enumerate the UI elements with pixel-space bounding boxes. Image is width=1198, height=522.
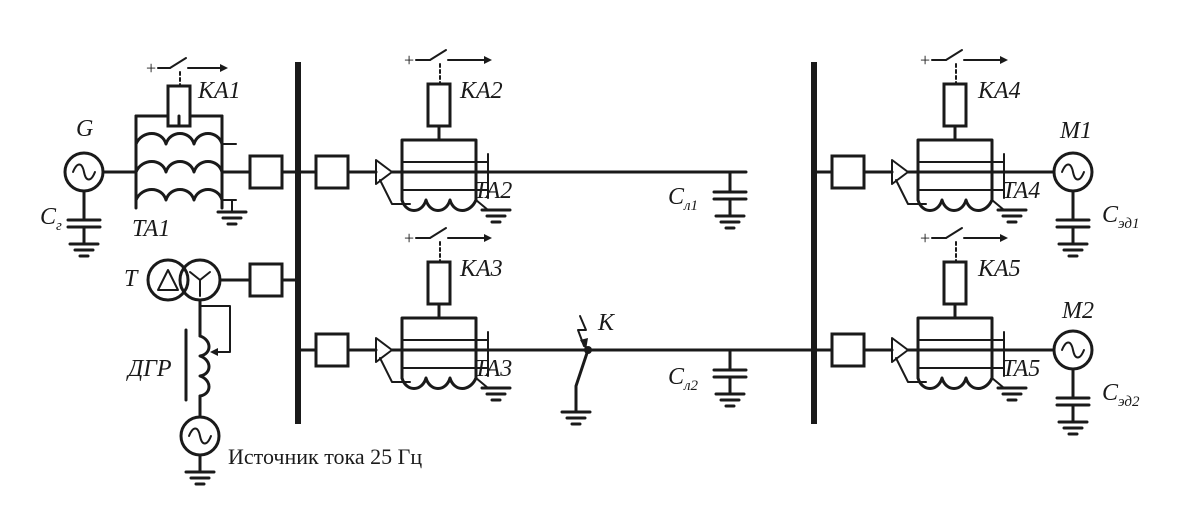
ta4-label: TA4: [1002, 178, 1040, 204]
motor1: M1: [1052, 118, 1094, 193]
breaker-line1: [314, 154, 350, 190]
current-source-25hz: Источник тока 25 Гц: [179, 415, 422, 486]
source-caption: Источник тока 25 Гц: [228, 444, 422, 469]
ka4-relay-unit: KA4 TA4: [918, 50, 1040, 222]
ka4-label: KA4: [977, 78, 1021, 104]
svg-text:Cэд2: Cэд2: [1102, 380, 1140, 410]
ka1-relay: + KA1: [146, 57, 241, 128]
breaker-motor1: [830, 154, 866, 190]
line2-capacitor: Cл2: [668, 350, 746, 406]
ka3-relay-unit: KA3 TA3: [402, 228, 512, 400]
motor1-label: M1: [1059, 118, 1092, 144]
motor2-capacitor: Cэд2: [1057, 367, 1140, 434]
breaker-transformer: [248, 262, 284, 298]
svg-text:Cл2: Cл2: [668, 364, 699, 394]
ka3-label: KA3: [459, 256, 503, 282]
motor2-label: M2: [1061, 298, 1094, 324]
breaker-line2: [314, 332, 350, 368]
transformer: T: [124, 258, 222, 302]
svg-text:Cэд1: Cэд1: [1102, 202, 1140, 232]
breaker-generator: [248, 154, 284, 190]
generator-label: G: [76, 116, 93, 142]
motor2: M2: [1052, 298, 1094, 371]
ta1-label: TA1: [132, 216, 170, 242]
svg-text:Cл1: Cл1: [668, 184, 698, 214]
ta1-current-transformer: TA1: [132, 114, 248, 242]
line1-capacitor: Cл1: [668, 172, 746, 228]
ta3-label: TA3: [474, 356, 512, 382]
svg-text:+: +: [146, 58, 156, 78]
fault-label: K: [597, 310, 616, 336]
ta5-label: TA5: [1002, 356, 1040, 382]
generator: G: [63, 116, 105, 193]
ka1-label: KA1: [197, 78, 241, 104]
breaker-motor2: [830, 332, 866, 368]
transformer-label: T: [124, 266, 139, 292]
arc-reactor-label: ДГР: [126, 356, 172, 382]
ka2-label: KA2: [459, 78, 503, 104]
generator-capacitor: Cг: [40, 189, 100, 256]
ta2-label: TA2: [474, 178, 512, 204]
ka5-relay-unit: KA5 TA5: [918, 228, 1040, 400]
arc-suppression-reactor: ДГР: [126, 298, 231, 418]
svg-text:Cг: Cг: [40, 204, 62, 234]
ka5-label: KA5: [977, 256, 1021, 282]
fault-point: K: [560, 310, 616, 426]
motor1-capacitor: Cэд1: [1057, 189, 1140, 256]
ka2-relay-unit: KA2 TA2: [402, 50, 512, 222]
